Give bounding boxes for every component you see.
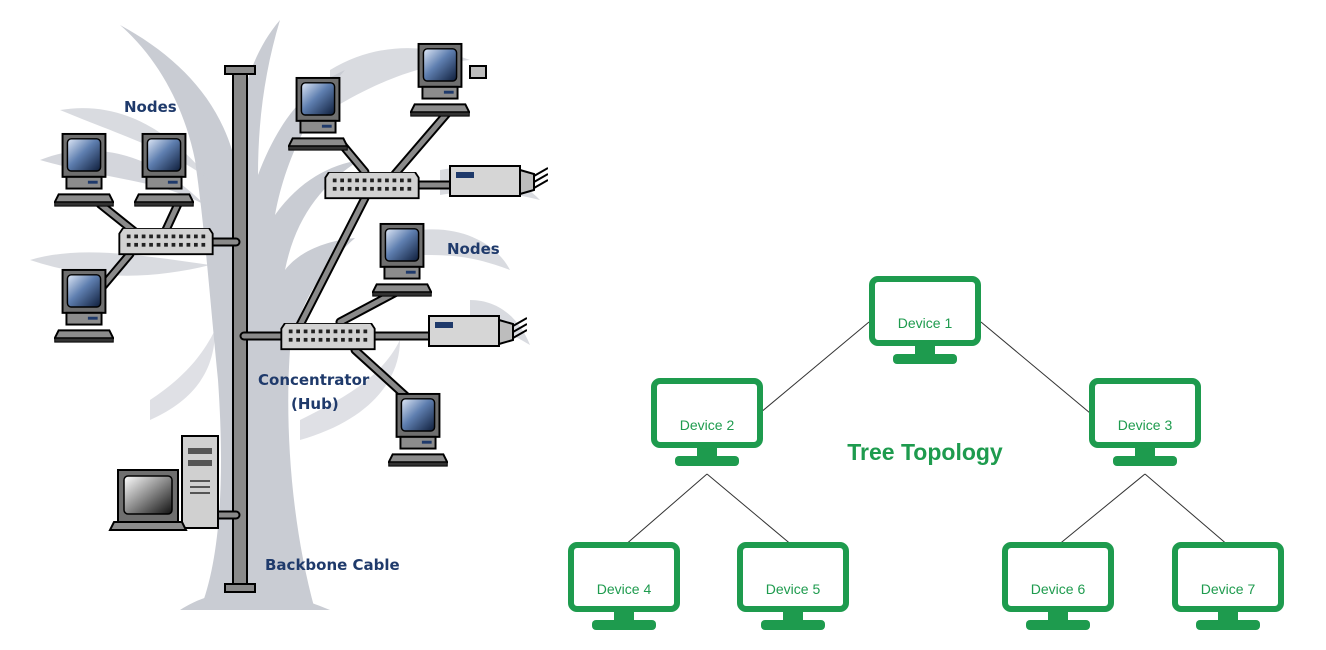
device-label: Device 3 (1118, 417, 1173, 433)
hub-lower (280, 323, 376, 351)
edge-d2-d4 (623, 473, 708, 547)
device-3: Device 3 (1092, 381, 1198, 466)
right-tree-topology: Device 1 Device 2 Device 3 Device 4 Devi… (571, 279, 1281, 630)
device-label: Device 1 (898, 315, 953, 331)
device-2: Device 2 (654, 381, 760, 466)
computer-node-1 (54, 132, 114, 208)
label-concentrator: Concentrator (258, 371, 370, 389)
left-tree-diagram: Nodes Nodes Concentrator (Hub) Backbone … (30, 20, 548, 610)
label-hub: (Hub) (291, 395, 339, 413)
hub-upper (324, 172, 420, 200)
edge-d3-d7 (1144, 473, 1230, 547)
label-nodes-right: Nodes (447, 240, 500, 258)
device-7: Device 7 (1175, 545, 1281, 630)
computer-node-6 (372, 222, 432, 298)
device-5: Device 5 (740, 545, 846, 630)
device-label: Device 7 (1201, 581, 1256, 597)
device-6: Device 6 (1005, 545, 1111, 630)
edge-d1-d3 (980, 321, 1091, 414)
device-label: Device 4 (597, 581, 652, 597)
edge-d1-d2 (759, 321, 870, 414)
edge-d2-d5 (706, 473, 794, 547)
device-label: Device 5 (766, 581, 821, 597)
hub-left (118, 228, 214, 256)
computer-node-5 (410, 42, 470, 118)
topology-edges (623, 321, 1230, 547)
computer-mouse-knob (469, 65, 487, 79)
computer-node-4 (288, 76, 348, 152)
printer-upper (449, 165, 548, 197)
device-1: Device 1 (872, 279, 978, 364)
computer-node-3 (54, 268, 114, 344)
server-workstation (108, 435, 219, 531)
computer-node-2 (134, 132, 194, 208)
device-label: Device 2 (680, 417, 735, 433)
computer-node-7 (388, 392, 448, 468)
edge-d3-d6 (1056, 473, 1146, 547)
backbone-cable (224, 65, 256, 593)
diagram-title: Tree Topology (847, 439, 1003, 465)
label-backbone-cable: Backbone Cable (265, 556, 400, 574)
device-4: Device 4 (571, 545, 677, 630)
label-nodes-top: Nodes (124, 98, 177, 116)
device-label: Device 6 (1031, 581, 1086, 597)
